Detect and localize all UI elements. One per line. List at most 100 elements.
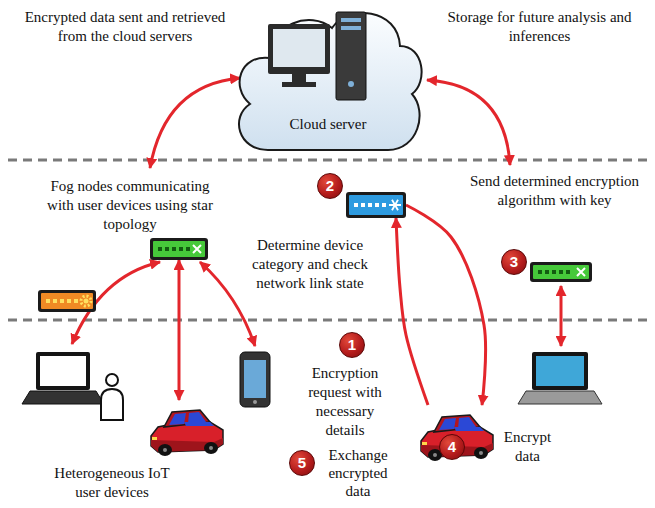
router-led	[361, 203, 365, 207]
iot-car: Heterogeneous IoT user devices	[148, 400, 226, 458]
router-led	[538, 270, 542, 274]
fog-router: Fog nodes communicating with user device…	[150, 238, 208, 260]
laptop-base	[518, 391, 602, 404]
link-arrow	[406, 205, 486, 405]
fog-router-icon	[346, 192, 406, 218]
car-window	[169, 413, 186, 425]
fog-router-icon	[150, 238, 208, 260]
laptop-screen	[536, 356, 584, 386]
car-window	[439, 418, 456, 430]
router-face	[533, 265, 589, 279]
iot-car-icon	[148, 400, 226, 458]
car-wheel	[474, 447, 488, 459]
router-led	[552, 270, 556, 274]
router-symbol	[577, 268, 585, 276]
router-led	[172, 247, 176, 251]
node-text: Determine device category and check netw…	[235, 236, 385, 293]
phone-screen	[244, 360, 266, 398]
note-text: Encrypted data sent and retrieved from t…	[12, 8, 238, 46]
node-text: Send determined encryption algorithm wit…	[462, 172, 647, 210]
fog-router: Determine device category and check netw…	[346, 192, 406, 218]
router-led	[74, 299, 78, 303]
router-face	[153, 241, 205, 257]
laptop-screen	[40, 356, 86, 386]
router-led	[375, 203, 379, 207]
phone-body	[240, 352, 270, 407]
laptop-base	[22, 391, 104, 404]
callout-number: 3	[501, 249, 527, 275]
laptop-screen-frame	[532, 352, 588, 390]
router-body	[530, 262, 592, 282]
monitor-screen	[273, 29, 325, 67]
router-led	[165, 247, 169, 251]
phone-button	[253, 400, 257, 404]
note-text: Storage for future analysis and inferenc…	[432, 8, 647, 46]
router-led	[354, 203, 358, 207]
callout-number: 1	[339, 332, 365, 358]
cloud-server: Cloud server	[228, 2, 428, 152]
router-face	[41, 293, 93, 309]
car-stripe	[184, 422, 214, 426]
car-hub	[479, 451, 483, 455]
tower-drive	[341, 18, 361, 22]
note-text: Encryption request with necessary detail…	[295, 364, 395, 440]
fog-router: Send determined encryption algorithm wit…	[530, 262, 592, 282]
monitor-stand	[292, 74, 306, 82]
router-led	[53, 299, 57, 303]
link-arrow	[72, 262, 160, 344]
car-hub	[163, 448, 167, 452]
router-led	[559, 270, 563, 274]
car-hub	[433, 453, 437, 457]
router-led	[566, 270, 570, 274]
gear-symbol	[81, 296, 91, 306]
monitor-frame	[268, 24, 330, 74]
monitor-base	[282, 82, 316, 87]
router-body	[346, 192, 406, 218]
router-face	[349, 195, 403, 215]
fog-router-icon	[530, 262, 592, 282]
node-text: Heterogeneous IoT user devices	[42, 464, 182, 502]
phone	[240, 352, 270, 407]
person-body	[101, 389, 123, 420]
router-led	[545, 270, 549, 274]
router-symbol	[389, 200, 401, 210]
laptop	[518, 352, 602, 404]
node-text: Encrypt data	[500, 428, 555, 466]
router-led	[186, 247, 190, 251]
link-arrow	[178, 260, 181, 400]
router-body	[150, 238, 208, 260]
tower-button	[348, 81, 354, 87]
router-led	[368, 203, 372, 207]
car-hub	[209, 446, 213, 450]
car-stripe	[454, 427, 484, 431]
router-led	[46, 299, 50, 303]
router-body	[38, 290, 96, 312]
car-wheel	[158, 444, 172, 456]
link-arrow	[396, 218, 428, 405]
callout-number: 4	[439, 434, 465, 460]
router-led	[67, 299, 71, 303]
node-text: Cloud server	[228, 115, 428, 134]
router-led	[158, 247, 162, 251]
layer-divider	[8, 159, 647, 162]
layer-divider	[8, 319, 647, 322]
router-led	[382, 203, 386, 207]
link-arrow	[200, 262, 255, 346]
cloud-arrow	[427, 80, 510, 165]
gear-symbol	[84, 299, 89, 304]
laptop-screen-frame	[36, 352, 90, 390]
server-tower	[336, 12, 366, 100]
laptop-user	[22, 352, 123, 420]
router-symbol	[193, 245, 201, 253]
tower-drive	[341, 26, 361, 30]
person-head	[106, 374, 118, 386]
car-wheel	[204, 442, 218, 454]
link-arrow	[560, 286, 563, 346]
car-light	[152, 437, 157, 440]
node-text: Fog nodes communicating with user device…	[45, 177, 215, 234]
cloud-arrow	[150, 78, 240, 168]
car-light	[422, 442, 427, 445]
note-text: Exchange encrypted data	[318, 446, 398, 500]
